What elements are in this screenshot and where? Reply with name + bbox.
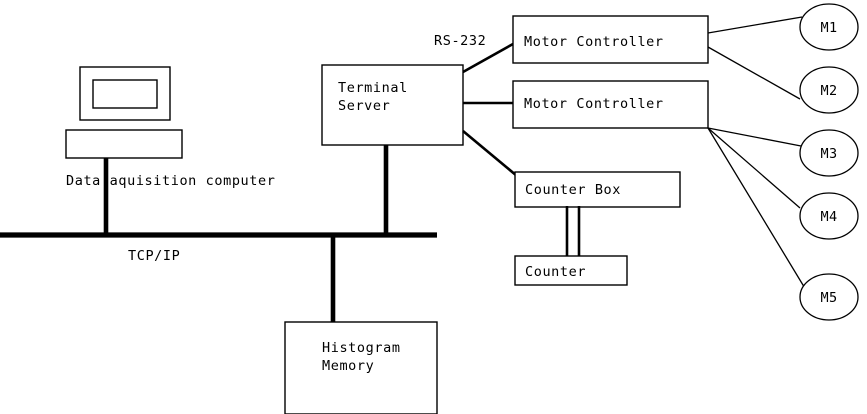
motor-label-m5: M5 (820, 290, 837, 306)
motor-ellipse-m2[interactable] (799, 66, 859, 114)
motor-controller-2-label: Motor Controller (524, 96, 664, 112)
tcpip-label: TCP/IP (128, 248, 180, 264)
motor-label-m1: M1 (820, 20, 837, 36)
motor-controller-1-box[interactable] (512, 15, 709, 64)
motor-controller-1-to-m1-link (707, 16, 803, 34)
terminal-server-label-line2: Server (338, 98, 390, 114)
counter-box[interactable] (514, 171, 681, 208)
motor-label-m2: M2 (820, 83, 837, 99)
motor-controller-2-to-m4-link (707, 127, 801, 209)
histogram-memory-box[interactable] (284, 321, 438, 414)
motor-ellipse-m3[interactable] (799, 129, 859, 177)
monitor-screen (92, 79, 158, 109)
terminal-server-box[interactable] (321, 64, 464, 146)
counter-box-label: Counter Box (525, 182, 621, 198)
motor-controller-2-to-m5-link (707, 127, 807, 291)
motor-controller-1-to-m2-link (707, 46, 801, 100)
motor-controller-2-box[interactable] (512, 80, 709, 129)
motor-controller-1-label: Motor Controller (524, 34, 664, 50)
motor-controller-2-to-m3-link (707, 127, 802, 147)
motor-ellipse-m5[interactable] (799, 273, 859, 321)
computer-caption: Data aquisition computer (66, 173, 275, 189)
motor-ellipse-m1[interactable] (799, 3, 859, 51)
histogram-memory-label-line1: Histogram (322, 340, 401, 356)
computer-base-unit (65, 129, 183, 159)
counter-box-unit[interactable] (514, 255, 628, 286)
terminal-server-to-motor-controller-1-link (462, 42, 514, 74)
terminal-server-label-line1: Terminal (338, 80, 408, 96)
terminal-server-to-counter-box-link (462, 130, 518, 177)
motor-label-m4: M4 (820, 209, 837, 225)
motor-ellipse-m4[interactable] (799, 192, 859, 240)
rs232-label: RS-232 (434, 33, 486, 49)
histogram-memory-label-line2: Memory (322, 358, 374, 374)
counter-label: Counter (525, 264, 586, 280)
motor-label-m3: M3 (820, 146, 837, 162)
